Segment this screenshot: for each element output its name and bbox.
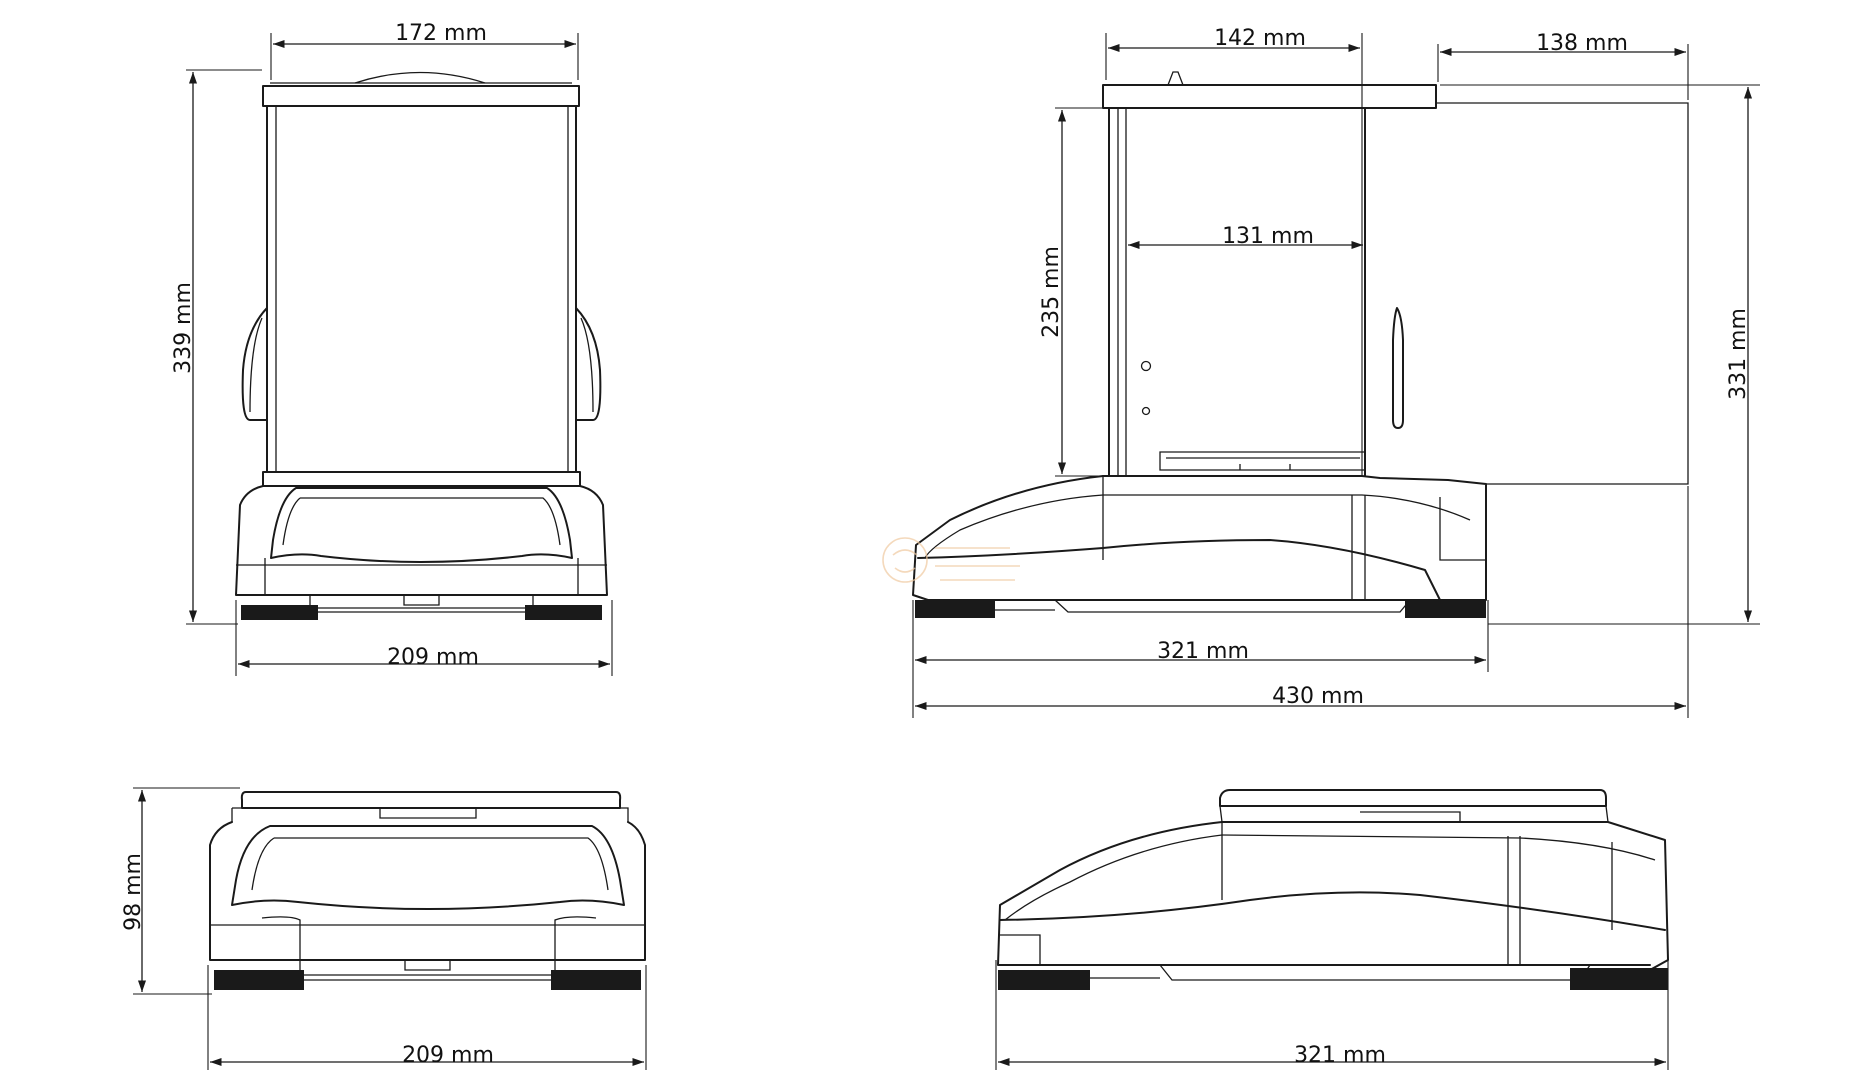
label-235mm: 235 mm (1039, 246, 1064, 338)
label-321mm-bottom: 321 mm (1294, 1043, 1386, 1068)
label-209mm-top: 209 mm (387, 645, 479, 670)
dim-side-total-depth: 430 mm (915, 486, 1689, 718)
label-321mm-top: 321 mm (1157, 639, 1249, 664)
dim-low-side-depth: 321 mm (995, 960, 1669, 1070)
label-331mm: 331 mm (1726, 308, 1751, 400)
label-339mm: 339 mm (171, 282, 196, 374)
dim-front-width-top: 172 mm (270, 21, 579, 80)
dim-low-front-width: 209 mm (207, 965, 647, 1070)
dim-front-base-width: 209 mm (235, 600, 613, 676)
dim-side-base-depth: 321 mm (912, 600, 1489, 718)
label-131mm: 131 mm (1222, 224, 1314, 249)
dim-side-total-height: 331 mm (1440, 84, 1760, 625)
dim-front-height: 339 mm (171, 69, 262, 625)
side-view-low-profile (997, 789, 1669, 990)
label-142mm: 142 mm (1214, 26, 1306, 51)
front-view-with-draft-shield (235, 71, 608, 620)
label-98mm: 98 mm (121, 853, 146, 931)
dim-side-chamber-depth: 131 mm (1128, 224, 1363, 250)
label-172mm: 172 mm (395, 21, 487, 46)
dim-side-shield-width: 142 mm (1105, 26, 1363, 476)
label-209mm-bottom: 209 mm (402, 1043, 494, 1068)
dim-low-front-height: 98 mm (121, 787, 240, 995)
label-430mm: 430 mm (1272, 684, 1364, 709)
front-view-low-profile (209, 791, 646, 990)
side-view-with-draft-shield (912, 71, 1689, 618)
dim-side-door-extension: 138 mm (1437, 31, 1689, 100)
watermark-logo (882, 537, 1020, 583)
label-138mm: 138 mm (1536, 31, 1628, 56)
dim-side-chamber-height: 235 mm (1039, 107, 1103, 477)
